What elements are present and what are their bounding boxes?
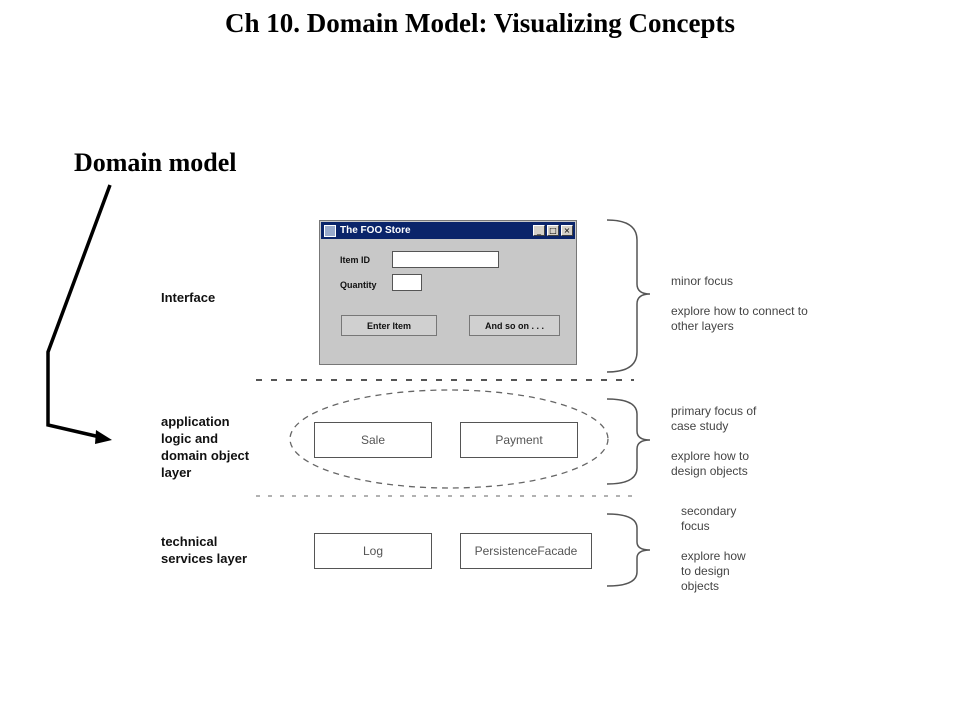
domain-ellipse: [289, 389, 609, 489]
item-id-label: Item ID: [340, 255, 371, 265]
quantity-field[interactable]: [392, 274, 422, 291]
layer-label-technical: technical services layer: [161, 534, 248, 566]
window-titlebar: The FOO Store _ □ ×: [321, 222, 575, 239]
domain-model-label: Domain model: [74, 148, 237, 177]
minimize-icon[interactable]: _: [533, 225, 545, 236]
window-title: The FOO Store: [340, 225, 411, 236]
persistence-facade-box: PersistenceFacade: [460, 533, 592, 569]
log-box: Log: [314, 533, 432, 569]
brace-application: [606, 398, 651, 485]
brace-technical: [606, 513, 651, 587]
and-so-on-button[interactable]: And so on . . .: [469, 315, 560, 336]
quantity-label: Quantity: [340, 280, 377, 290]
sale-box: Sale: [314, 422, 432, 458]
app-icon: [324, 224, 336, 237]
pointer-arrow-head: [95, 430, 112, 444]
foo-store-window: The FOO Store _ □ × Item ID Quantity Ent…: [319, 220, 577, 365]
note-technical: secondary focus explore how to design ob…: [681, 504, 746, 593]
note-interface: minor focus explore how to connect to ot…: [671, 274, 808, 333]
item-id-field[interactable]: [392, 251, 499, 268]
pointer-arrow-line: [46, 184, 112, 439]
layer-label-interface: Interface: [161, 290, 216, 305]
note-application: primary focus of case study explore how …: [671, 404, 757, 478]
layer-label-application: application logic and domain object laye…: [161, 414, 250, 480]
maximize-icon[interactable]: □: [547, 225, 559, 236]
brace-interface: [606, 219, 651, 373]
close-icon[interactable]: ×: [561, 225, 573, 236]
payment-box: Payment: [460, 422, 578, 458]
page-title: Ch 10. Domain Model: Visualizing Concept…: [224, 8, 736, 38]
enter-item-button[interactable]: Enter Item: [341, 315, 437, 336]
